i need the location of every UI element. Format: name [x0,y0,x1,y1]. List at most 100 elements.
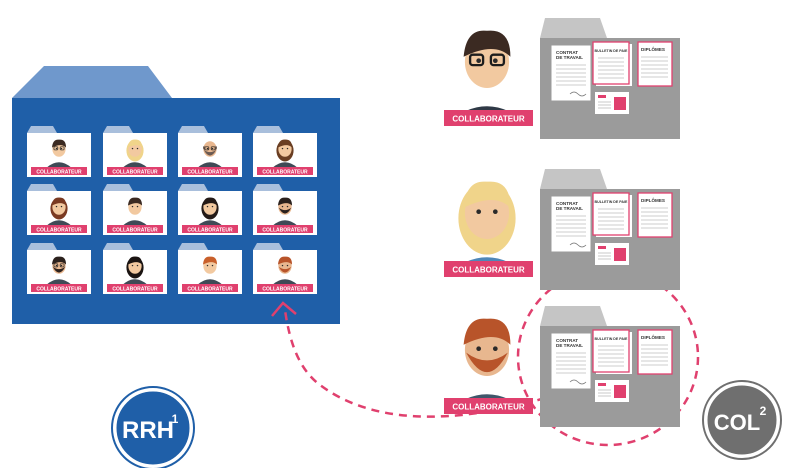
employee-folder-tab [540,169,607,189]
card-label: COLLABORATEUR [112,286,158,292]
collaborator-label: COLLABORATEUR [452,266,525,275]
collaborator-label: COLLABORATEUR [452,115,525,124]
card-tab [253,126,283,133]
arrow-head-icon [271,301,297,317]
collaborator-label: COLLABORATEUR [452,403,525,412]
black-hair-woman-avatar [197,197,223,226]
card-tab [253,243,283,250]
card-label-bg [257,167,313,175]
card-tab [27,126,57,133]
card-label-bg [31,225,87,233]
card-label: COLLABORATEUR [112,227,158,233]
col-sup: 2 [760,404,767,418]
bald-man-avatar [197,141,223,168]
collaborator-card[interactable]: COLLABORATEUR [178,243,242,294]
collaborator-card[interactable]: COLLABORATEUR [103,243,167,294]
diplomas-title: DIPLÔMES [641,196,665,203]
card-label-bg [107,284,163,292]
id-card-document[interactable] [595,380,629,402]
rrh-circle [113,388,193,468]
collaborator-card[interactable]: COLLABORATEUR [253,184,317,235]
collaborator-label-bg [444,110,533,126]
diplomas-document[interactable]: DIPLÔMES [637,329,673,375]
red-beard-man-avatar [272,256,298,285]
bearded-glasses-man-avatar [46,256,72,285]
card-tab [178,243,208,250]
diplomas-title: DIPLÔMES [641,333,665,340]
collaborator-card[interactable]: COLLABORATEUR [27,243,91,294]
id-photo-icon [614,385,626,398]
collaborator-card[interactable]: COLLABORATEUR [178,184,242,235]
asian-woman-avatar [122,256,148,285]
diplomas-document[interactable]: DIPLÔMES [637,41,673,87]
card-label: COLLABORATEUR [262,227,308,233]
blonde-woman-avatar [122,139,148,168]
card-label-bg [31,167,87,175]
highlight-dashed-circle [516,267,700,447]
card-tab [27,184,57,191]
bearded-man-avatar [272,197,298,226]
payslip-title: BULLETIN DE PAIE [595,200,628,204]
rrh-badge: RRH 1 [111,386,195,468]
card-label-bg [107,225,163,233]
payslip-document[interactable]: BULLETIN DE PAIE [592,192,632,237]
collaborator-card[interactable]: COLLABORATEUR [178,126,242,177]
card-label: COLLABORATEUR [262,286,308,292]
card-label-bg [182,284,238,292]
card-tab [103,184,133,191]
card-label: COLLABORATEUR [36,227,82,233]
col-text: COL [714,410,760,435]
card-tab [178,184,208,191]
rrh-ring [111,386,195,468]
col-circle [704,382,780,458]
collaborator-card[interactable]: COLLABORATEUR [103,126,167,177]
man-short-hair-avatar [122,197,148,226]
card-label-bg [257,284,313,292]
collaborator-card[interactable]: COLLABORATEUR [27,126,91,177]
collaborator-card[interactable]: COLLABORATEUR [253,243,317,294]
id-card-document[interactable] [595,243,629,265]
card-label: COLLABORATEUR [187,169,233,175]
brown-hair-woman-avatar [46,197,72,226]
card-tab [27,243,57,250]
card-label: COLLABORATEUR [36,286,82,292]
collaborator-card[interactable]: COLLABORATEUR [27,184,91,235]
collaborator-card[interactable]: COLLABORATEUR [103,184,167,235]
contract-title-1: CONTRAT [556,50,578,55]
collaborator-card[interactable]: COLLABORATEUR [253,126,317,177]
card-label: COLLABORATEUR [187,227,233,233]
redhead-man-avatar [197,256,223,285]
card-label-bg [182,225,238,233]
card-label-bg [182,167,238,175]
diplomas-title: DIPLÔMES [641,45,665,52]
employee-folder-tab [540,306,607,326]
card-label-bg [257,225,313,233]
card-tab [103,243,133,250]
hr-folder-tab [12,66,172,98]
card-label: COLLABORATEUR [36,169,82,175]
id-photo-icon [614,97,626,110]
diplomas-document[interactable]: DIPLÔMES [637,192,673,238]
rrh-sup: 1 [172,412,179,426]
collaborator-grid: COLLABORATEUR COLLABORATEUR COLLABORATEUR C… [27,126,317,294]
card-tab [178,126,208,133]
man-glasses-avatar [46,139,72,168]
card-label: COLLABORATEUR [262,169,308,175]
payslip-document[interactable]: BULLETIN DE PAIE [592,41,632,86]
card-label-bg [107,167,163,175]
contract-title-1: CONTRAT [556,201,578,206]
payslip-document[interactable]: BULLETIN DE PAIE [592,329,632,374]
contract-title-2: DE TRAVAIL [556,55,583,60]
signature-icon [569,379,587,385]
signature-icon [569,91,587,97]
contract-title-2: DE TRAVAIL [556,206,583,211]
card-label-bg [31,284,87,292]
id-card-document[interactable] [595,92,629,114]
